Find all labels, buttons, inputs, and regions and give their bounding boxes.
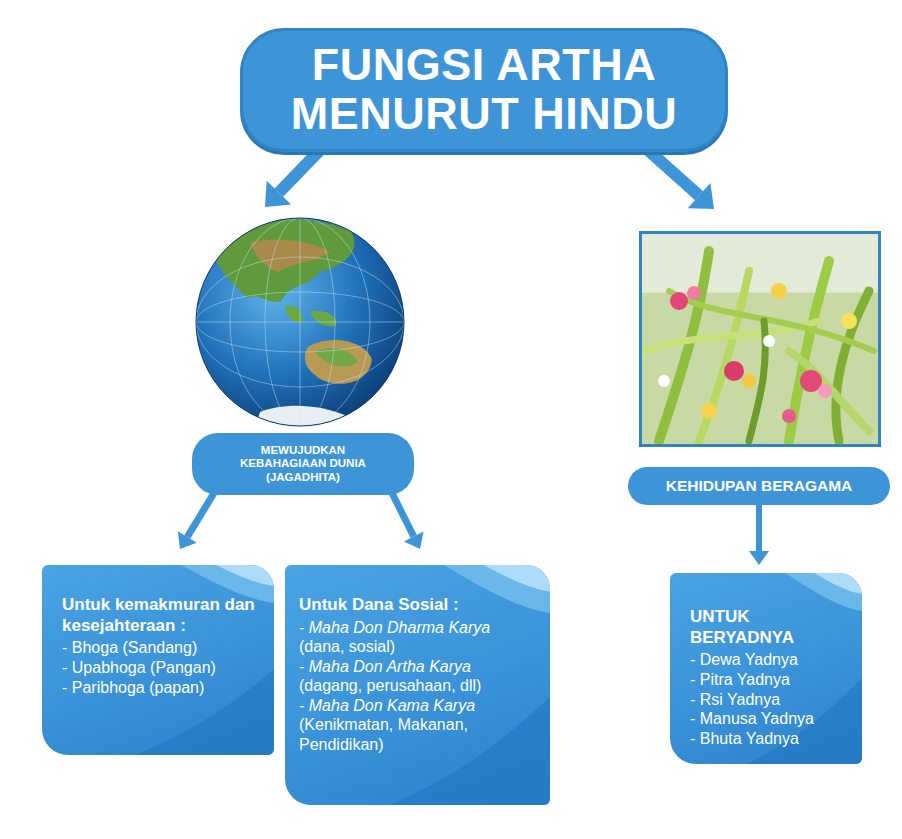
list-item: - Upabhoga (Pangan)	[62, 658, 260, 678]
title-box: FUNGSI ARTHA MENURUT HINDU	[240, 28, 728, 152]
node-heading: FUNGSI ARTHA MENURUT HINDU	[271, 41, 697, 138]
arrow-shaft	[279, 150, 320, 193]
list-item: - Paribhoga (papan)	[62, 678, 260, 698]
branch-arrow	[392, 493, 424, 549]
branch-box: MEWUJUDKAN KEBAHAGIAAN DUNIA (JAGADHITA)	[192, 433, 414, 495]
branch-box: KEHIDUPAN BERAGAMA	[628, 467, 890, 505]
list-item: - Bhoga (Sandang)	[62, 638, 260, 658]
list-item: - Dewa Yadnya	[690, 650, 852, 670]
arrow-head	[178, 531, 197, 549]
list-item: - Bhuta Yadnya	[690, 729, 852, 749]
branch-arrow	[749, 505, 769, 565]
content-box: Untuk kemakmuran dan kesejahteraan :- Bh…	[42, 565, 274, 755]
list-item: (dana, sosial)	[299, 637, 538, 657]
list-item: - Pitra Yadnya	[690, 670, 852, 690]
content-box: Untuk Dana Sosial :- Maha Don Dharma Kar…	[285, 565, 550, 805]
list-item: (dagang, perusahaan, dll)	[299, 676, 538, 696]
arrow-shaft	[392, 493, 414, 536]
list-item: - Manusa Yadnya	[690, 709, 852, 729]
list-item: - Maha Don Kama Karya	[299, 696, 538, 716]
node-heading: UNTUK BERYADNYA	[690, 607, 852, 648]
list-item: (Kenikmatan, Makanan, Pendidikan)	[299, 715, 538, 754]
list-item: - Rsi Yadnya	[690, 690, 852, 710]
arrow-head	[749, 551, 769, 565]
node-heading: KEHIDUPAN BERAGAMA	[666, 477, 853, 496]
content-box: UNTUK BERYADNYA- Dewa Yadnya- Pitra Yadn…	[670, 573, 862, 764]
arrow-shaft	[756, 505, 762, 551]
globe-illustration	[190, 212, 410, 432]
branch-arrow	[265, 150, 320, 207]
arrow-shaft	[187, 493, 214, 537]
arrow-shaft	[648, 150, 699, 196]
node-heading: Untuk kemakmuran dan kesejahteraan :	[62, 595, 260, 636]
branch-arrow	[178, 493, 214, 549]
arrow-head	[688, 183, 714, 209]
list-item: - Maha Don Dharma Karya	[299, 618, 538, 638]
node-heading: MEWUJUDKAN KEBAHAGIAAN DUNIA (JAGADHITA)	[228, 444, 378, 484]
list-item: - Maha Don Artha Karya	[299, 657, 538, 677]
arrow-head	[404, 532, 424, 549]
arrow-head	[265, 181, 291, 207]
branch-arrow	[648, 150, 714, 209]
node-heading: Untuk Dana Sosial :	[299, 595, 538, 616]
offering-photo	[639, 231, 881, 447]
